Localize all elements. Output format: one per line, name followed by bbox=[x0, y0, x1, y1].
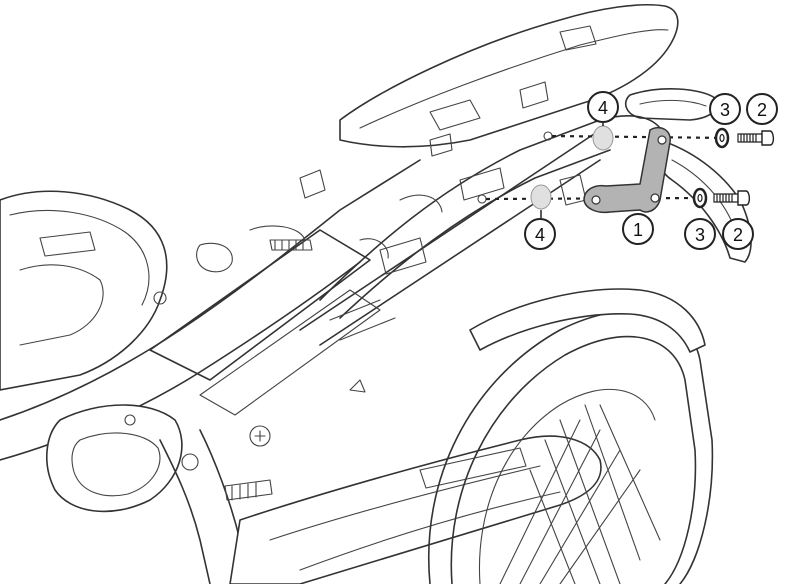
alignment-line-top bbox=[551, 134, 731, 140]
callout-screw-bottom-label: 2 bbox=[733, 225, 743, 245]
callout-washer-top: 3 bbox=[709, 93, 741, 125]
wheel-spokes bbox=[499, 404, 661, 584]
assembly-parts bbox=[485, 125, 775, 214]
rear-fender bbox=[469, 288, 706, 353]
callout-spacer-bottom-label: 4 bbox=[535, 225, 545, 245]
washer-bottom-part bbox=[692, 187, 708, 209]
seat bbox=[339, 3, 679, 148]
callout-spacer-bottom: 4 bbox=[524, 210, 556, 250]
callout-washer-top-label: 3 bbox=[720, 100, 730, 120]
callout-screw-top: 2 bbox=[746, 93, 778, 125]
screw-bottom-part bbox=[713, 190, 751, 206]
main-frame bbox=[0, 159, 421, 421]
side-cover bbox=[45, 404, 183, 513]
callout-bracket: 1 bbox=[622, 213, 654, 245]
callouts: 4 3 2 1 4 3 2 bbox=[524, 91, 778, 250]
spacer-bottom-part bbox=[530, 184, 552, 210]
screw-top-part bbox=[737, 130, 775, 146]
bracket-part bbox=[583, 126, 671, 214]
motorcycle-outline bbox=[0, 3, 752, 584]
washer-top-part bbox=[714, 127, 730, 149]
frame-mount-bottom bbox=[477, 194, 487, 204]
callout-spacer-top: 4 bbox=[587, 91, 619, 126]
callout-bracket-label: 1 bbox=[633, 220, 643, 240]
callout-screw-top-label: 2 bbox=[757, 100, 767, 120]
callout-screw-bottom: 2 bbox=[722, 218, 754, 250]
callout-washer-bottom-label: 3 bbox=[695, 225, 705, 245]
spacer-top-part bbox=[592, 125, 614, 151]
tail-light bbox=[624, 88, 718, 121]
callout-spacer-top-label: 4 bbox=[598, 98, 608, 118]
side-panel bbox=[0, 190, 168, 391]
callout-washer-bottom: 3 bbox=[684, 218, 716, 250]
